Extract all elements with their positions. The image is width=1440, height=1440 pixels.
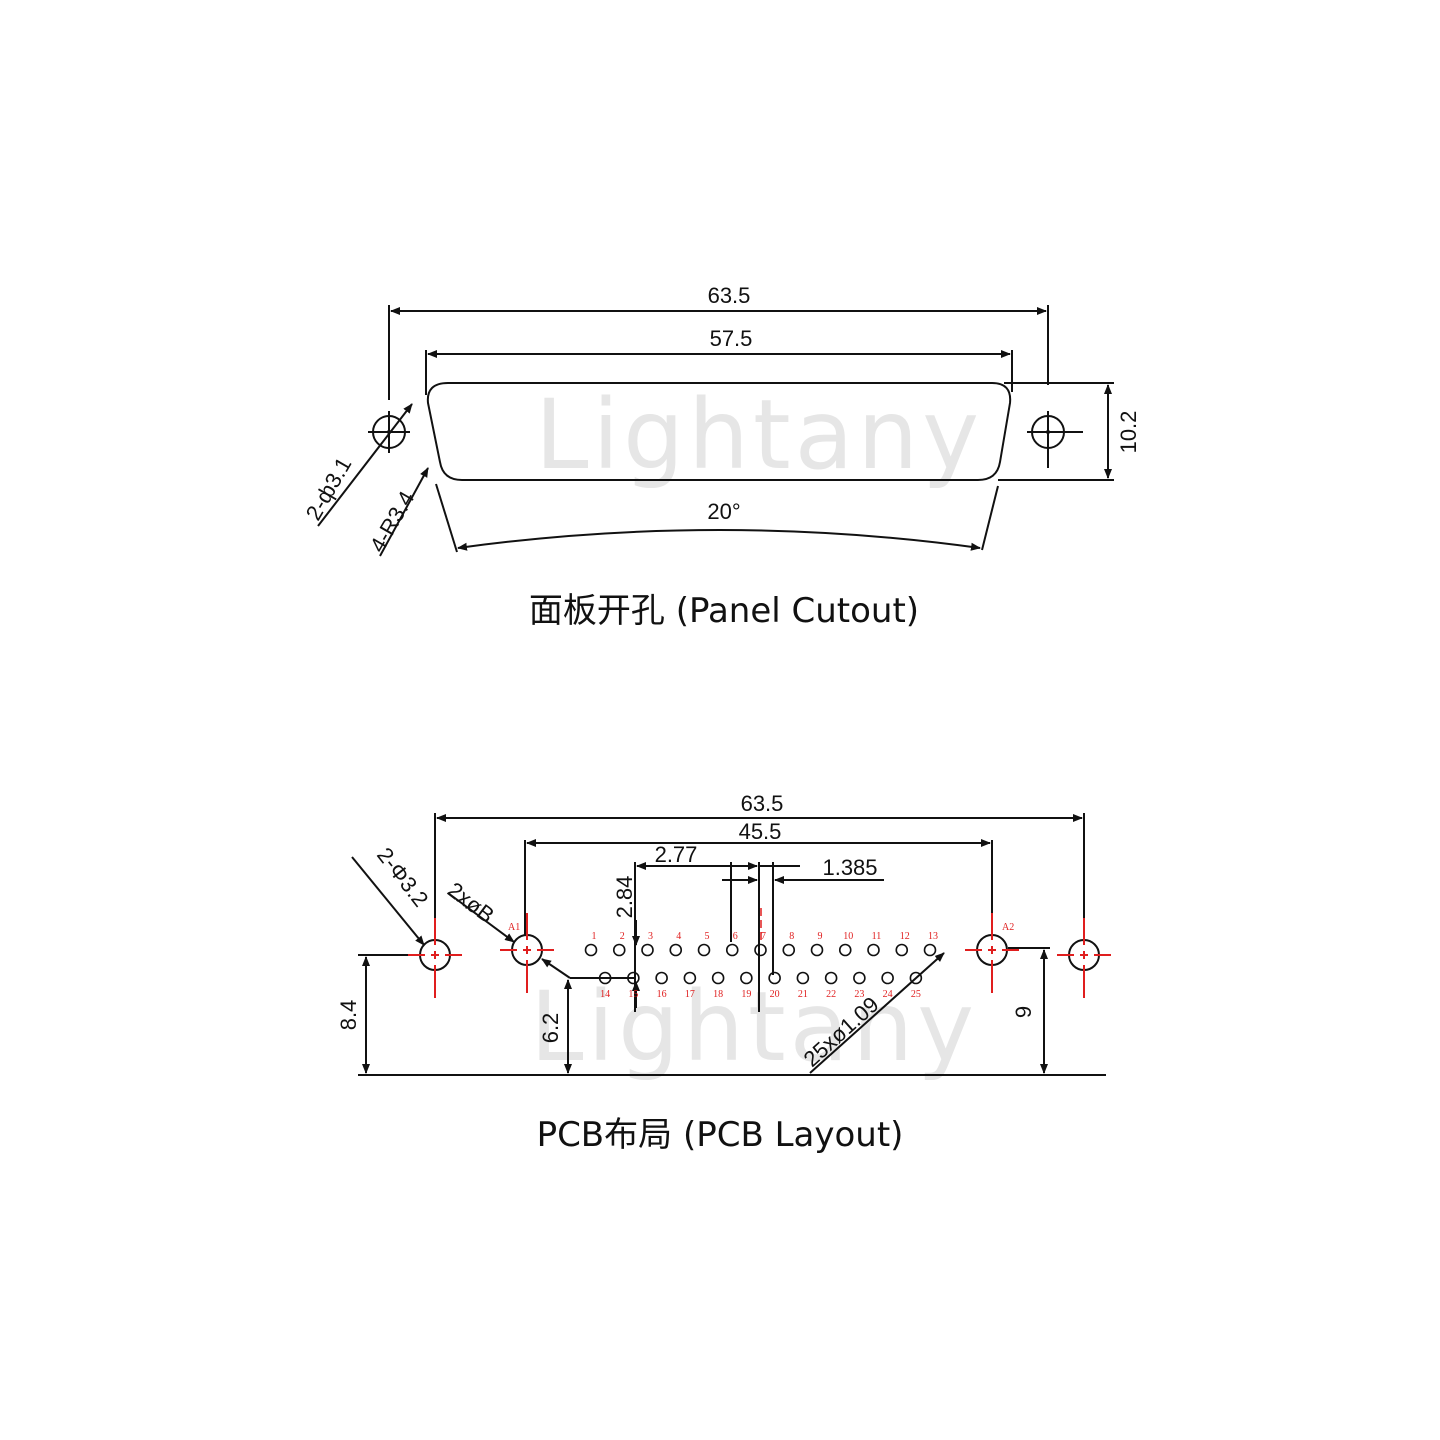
pin-number: 18 xyxy=(713,989,723,1000)
pin-hole xyxy=(810,943,824,957)
pin-number: 13 xyxy=(928,931,938,942)
board-lock-label-a1: A1 xyxy=(508,922,520,933)
pin-number: 19 xyxy=(741,989,751,1000)
pin-number: 7 xyxy=(761,931,766,942)
pin-number: 8 xyxy=(789,931,794,942)
pin-hole xyxy=(782,943,796,957)
pin-hole xyxy=(754,943,767,957)
pin-hole xyxy=(725,943,739,957)
pin-number: 25 xyxy=(911,989,921,1000)
pin-hole xyxy=(669,943,683,957)
pin-number: 23 xyxy=(854,989,864,1000)
board-lock-label-a2: A2 xyxy=(1002,922,1014,933)
pin-hole xyxy=(584,943,598,957)
panel-caption: 面板开孔 (Panel Cutout) xyxy=(529,591,919,631)
pin-number: 2 xyxy=(620,931,625,942)
pin-number: 24 xyxy=(883,989,893,1000)
pin-hole xyxy=(740,971,753,985)
pcb-dim-half-pitch: 1.385 xyxy=(822,855,877,880)
pin-number: 3 xyxy=(648,931,653,942)
pin-hole xyxy=(768,971,781,985)
pin-hole xyxy=(895,943,909,957)
panel-dim-angle: 20° xyxy=(707,499,740,524)
pcb-dim-right: 9 xyxy=(1011,1006,1036,1018)
pcb-mount-note: 2-Φ3.2 xyxy=(372,843,433,912)
pin-number: 12 xyxy=(900,931,910,942)
pcb-caption: PCB布局 (PCB Layout) xyxy=(537,1115,904,1155)
pin-number: 15 xyxy=(628,989,638,1000)
pcb-dim-left: 8.4 xyxy=(336,1000,361,1031)
pin-hole xyxy=(683,971,697,985)
pin-hole xyxy=(838,943,852,957)
pin-number: 22 xyxy=(826,989,836,1000)
pin-hole xyxy=(909,971,923,985)
pin-number: 17 xyxy=(685,989,695,1000)
pin-number: 5 xyxy=(705,931,710,942)
pin-hole xyxy=(853,971,866,985)
pin-hole xyxy=(598,971,612,985)
pin-number: 6 xyxy=(733,931,738,942)
pin-hole xyxy=(923,943,937,957)
pin-number: 4 xyxy=(676,931,681,942)
pin-hole xyxy=(655,971,668,985)
pcb-board-lock-note: 2xøB xyxy=(443,877,499,928)
pcb-dim-row-spacing: 2.84 xyxy=(612,876,637,919)
panel-dim-height: 10.2 xyxy=(1116,411,1141,454)
panel-dim-inner: 57.5 xyxy=(710,326,753,351)
center-marks xyxy=(408,908,1111,998)
pin-hole xyxy=(796,971,810,985)
pin-number: 9 xyxy=(818,931,823,942)
pin-number: 14 xyxy=(600,989,610,1000)
watermark-top: Lightany xyxy=(535,379,983,491)
panel-cutout xyxy=(317,305,1114,557)
pcb-dim-row: 6.2 xyxy=(538,1013,563,1044)
pcb-dim-overall: 63.5 xyxy=(741,791,784,816)
pin-hole xyxy=(697,943,711,957)
pin-hole xyxy=(627,971,640,985)
pcb-dim-inner: 45.5 xyxy=(739,819,782,844)
pin-number: 10 xyxy=(843,931,853,942)
pin-hole xyxy=(824,971,838,985)
pcb-dim-pitch: 2.77 xyxy=(655,842,698,867)
pin-number: 1 xyxy=(592,931,597,942)
pin-number: 16 xyxy=(657,989,667,1000)
pin-number: 21 xyxy=(798,989,808,1000)
pin-hole xyxy=(711,971,725,985)
pin-hole xyxy=(881,971,894,985)
pin-hole xyxy=(867,943,880,957)
panel-dim-overall: 63.5 xyxy=(708,283,751,308)
pin-number: 11 xyxy=(872,931,882,942)
pin-hole xyxy=(612,943,626,957)
watermark-bottom: Lightany xyxy=(530,971,978,1083)
panel-radius-note: 4-R3.4 xyxy=(365,487,420,557)
panel-hole-dots xyxy=(387,430,1050,434)
pin-hole xyxy=(641,943,654,957)
pin-number: 20 xyxy=(770,989,780,1000)
